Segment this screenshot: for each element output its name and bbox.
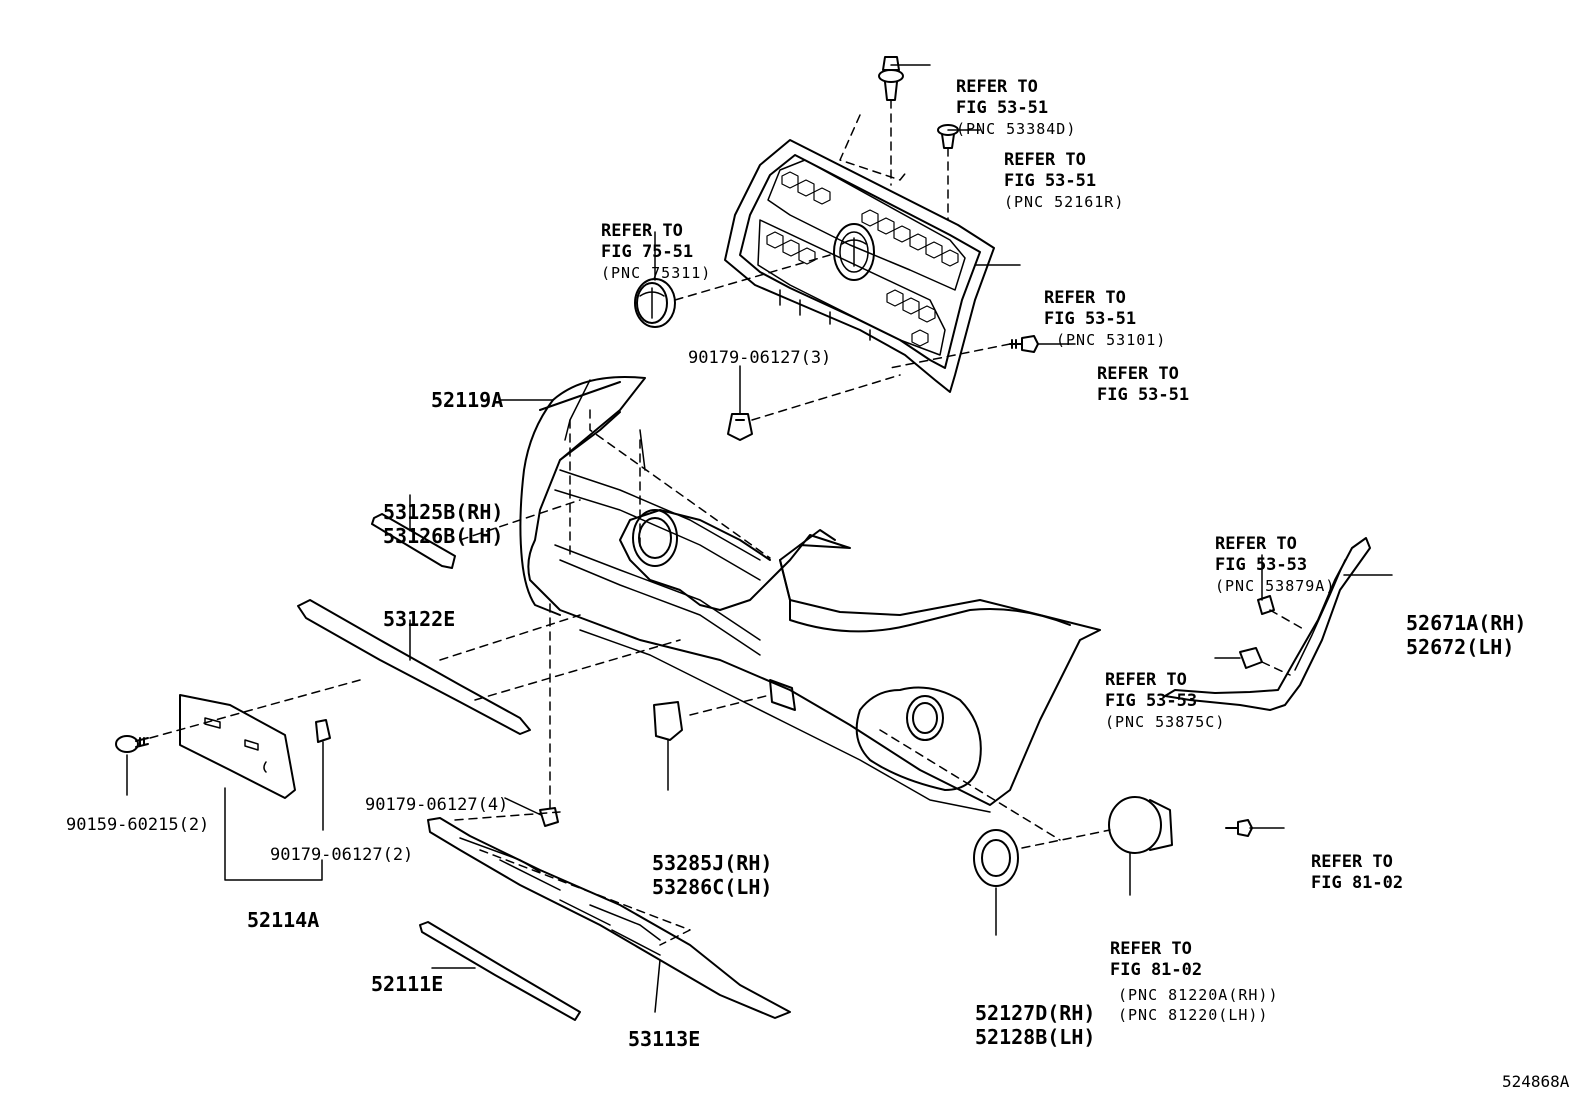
retainer-53875c [1239,647,1263,669]
label-52114a: 52114A [247,908,320,932]
label-53122e: 53122E [383,607,456,631]
foglamp-cover-52127d [973,829,1019,887]
screw-81-02 [1225,819,1253,837]
screw-53-51 [1009,335,1039,353]
label-90179-4: 90179-06127(4) [365,795,509,815]
ref-81220-pncs: (PNC 81220A(RH))(PNC 81220(LH)) [1118,986,1279,1024]
clip-90179-2 [315,719,331,743]
label-53285j-53286c: 53285J(RH)53286C(LH) [652,851,773,899]
label-53113e: 53113E [628,1027,701,1051]
label-52127d-52128b: 52127D(RH)52128B(LH) [975,1001,1096,1049]
clip-90179-4 [539,807,559,827]
molding-53122e [297,599,531,735]
label-52111e: 52111E [371,972,444,996]
foglamp-81220 [1108,796,1173,854]
label-90179-2: 90179-06127(2) [270,845,414,865]
bracket-52671a [1164,537,1371,711]
clip-52161r [937,124,959,149]
bolt-90159 [115,735,149,753]
clip-53384d [878,56,904,101]
bumper-cover [519,375,1101,813]
garnish-53125b [371,513,456,569]
strip-52111e [419,921,581,1021]
radiator-grille [724,139,995,393]
license-bracket-52114a [179,694,296,799]
assembly-lines [149,99,1306,946]
retainer-53879a [1257,595,1275,615]
spoiler-53113e [427,817,791,1019]
diagram-code: 524868A [1502,1072,1570,1091]
clip-90179-3 [727,413,753,441]
tow-cover-53285j [653,701,683,741]
label-52671a-52672: 52671A(RH)52672(LH) [1406,611,1527,659]
label-52119a: 52119A [431,388,504,412]
label-90159: 90159-60215(2) [66,815,210,835]
label-53125b-53126b: 53125B(RH)53126B(LH) [383,500,504,548]
leader-lines [126,64,1393,1013]
label-90179-3: 90179-06127(3) [688,348,832,368]
